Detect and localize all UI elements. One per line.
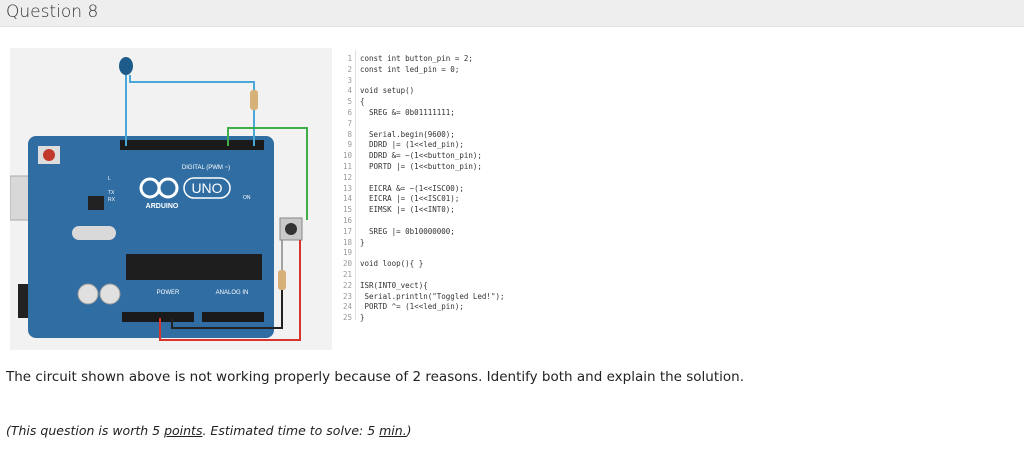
code-line-number: 7: [347, 118, 352, 128]
note-suffix: ): [406, 423, 412, 438]
code-line-text: PORTD ^= (1<<led_pin);: [360, 302, 464, 312]
code-line-text: const int button_pin = 2;: [360, 54, 473, 63]
code-line-number: 11: [342, 162, 352, 171]
code-line-number: 13: [342, 183, 352, 193]
code-line-text: PORTD |= (1<<button_pin);: [360, 162, 482, 171]
code-line-number: 22: [342, 280, 352, 290]
code-line-number: 21: [342, 270, 352, 279]
reset-button-cap: [43, 149, 55, 161]
code-line-text: SREG |= 0b10000000;: [360, 226, 455, 236]
code-line-number: 17: [342, 226, 352, 236]
power-label: POWER: [157, 290, 180, 296]
note-points: points: [164, 423, 203, 438]
code-line-number: 9: [347, 140, 352, 150]
code-line-text: EIMSK |= (1<<INT0);: [360, 205, 455, 215]
code-gutter: [355, 50, 356, 320]
arduino-logo-right: [157, 177, 179, 199]
question-header: Question 8: [0, 0, 1024, 27]
capacitor-2: [99, 283, 121, 305]
code-line-text: }: [360, 313, 365, 323]
code-line-number: 6: [347, 108, 352, 117]
code-line-text: }: [360, 237, 365, 247]
uno-badge: [183, 177, 231, 199]
code-line-number: 18: [342, 237, 352, 247]
code-line-text: ISR(INT0_vect){: [360, 280, 428, 290]
analog-label: ANALOG IN: [216, 290, 249, 296]
code-line-number: 3: [347, 75, 352, 85]
question-prompt: The circuit shown above is not working p…: [6, 369, 745, 385]
note-prefix: (This question is worth 5: [6, 423, 165, 438]
tx-label: TX: [108, 190, 115, 196]
note-min: min.: [379, 423, 407, 438]
wire-led-to-resistor: [129, 75, 255, 146]
uno-label: UNO: [191, 180, 222, 196]
code-line-number: 8: [347, 129, 352, 139]
capacitor-1: [77, 283, 99, 305]
led-resistor: [250, 90, 258, 110]
pushbutton-cap: [285, 223, 297, 235]
microcontroller-chip: [126, 254, 262, 280]
code-line-number: 16: [342, 216, 352, 225]
power-header: [122, 312, 194, 322]
wire-pin2-to-button: [227, 127, 308, 220]
code-line-number: 15: [342, 205, 352, 215]
code-line-number: 24: [342, 302, 352, 312]
code-line-number: 14: [342, 194, 352, 204]
arduino-circuit-diagram: UNO ARDUINO DIGITAL (PWM ~) L TX RX ON P…: [9, 57, 308, 341]
code-line-text: void loop(){ }: [360, 259, 424, 269]
note-middle: . Estimated time to solve: 5: [202, 423, 380, 438]
code-line-number: 10: [342, 151, 352, 161]
wire-resistor-to-gnd: [171, 290, 283, 329]
circuit-figure: UNO ARDUINO DIGITAL (PWM ~) L TX RX ON P…: [9, 48, 332, 350]
button-resistor: [278, 270, 286, 290]
code-line-number: 25: [342, 313, 352, 323]
brand-label: ARDUINO: [146, 203, 179, 210]
wire-button-to-5v: [159, 240, 301, 341]
digital-label: DIGITAL (PWM ~): [182, 165, 230, 171]
code-line-number: 5: [347, 97, 352, 107]
code-line-number: 19: [342, 248, 352, 258]
code-line-number: 4: [347, 86, 352, 96]
arduino-board: [28, 136, 274, 338]
code-line-text: Serial.println("Toggled Led!");: [360, 291, 505, 301]
analog-header: [202, 312, 264, 322]
code-listing: 1 const int button_pin = 2; 2 const int led…: [334, 50, 694, 350]
crystal: [72, 226, 116, 240]
code-line-text: SREG &= 0b01111111;: [360, 108, 455, 117]
code-line-text: DDRD |= (1<<led_pin);: [360, 140, 464, 150]
code-line-text: EICRA &= ~(1<<ISC00);: [360, 183, 464, 193]
code-line-number: 20: [342, 259, 352, 269]
code-line-number: 12: [342, 172, 352, 182]
l-label: L: [108, 176, 111, 182]
code-line-text: void setup(): [360, 86, 415, 96]
on-label: ON: [243, 195, 251, 201]
question-note: (This question is worth 5 points. Estima…: [6, 423, 412, 438]
question-title: Question 8: [6, 2, 99, 22]
code-line-number: 1: [347, 54, 352, 63]
digital-header: [120, 140, 264, 150]
code-line-text: Serial.begin(9600);: [360, 129, 455, 139]
code-line-number: 23: [342, 291, 352, 301]
usb-chip: [88, 196, 104, 210]
code-line-text: EICRA |= (1<<ISC01);: [360, 194, 460, 204]
code-line-number: 2: [347, 64, 352, 74]
led: [119, 57, 133, 75]
code-line-text: {: [360, 97, 365, 107]
code-line-text: const int led_pin = 0;: [360, 64, 460, 74]
rx-label: RX: [108, 197, 116, 203]
code-line-text: DDRD &= ~(1<<button_pin);: [360, 151, 482, 161]
